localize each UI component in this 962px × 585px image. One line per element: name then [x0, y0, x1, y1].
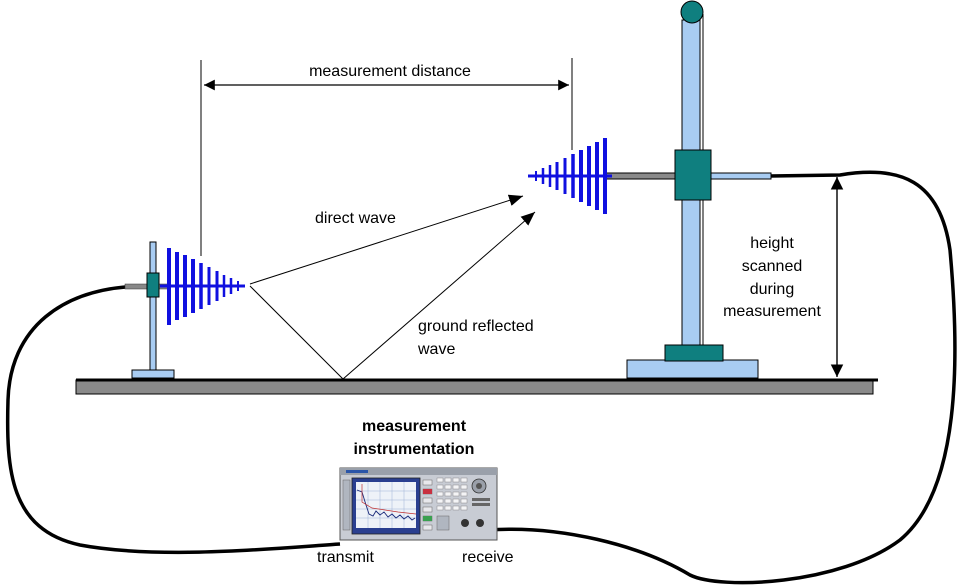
ground-plane [75, 378, 878, 395]
height-dimension: height scanned during measurement [723, 177, 844, 377]
direct-wave-line [249, 194, 524, 285]
height-label-3: during [750, 281, 794, 298]
ground-reflected-label-2: wave [417, 341, 455, 358]
measurement-distance-label: measurement distance [309, 63, 471, 80]
instrumentation-label-1: measurement [362, 418, 467, 435]
receive-antenna-icon [528, 138, 612, 214]
spectrum-analyzer-icon [339, 467, 498, 541]
height-label-2: scanned [742, 258, 803, 275]
reflected-wave-incident [249, 285, 344, 380]
transmit-antenna-icon [160, 248, 245, 325]
instrumentation-label-2: instrumentation [354, 441, 475, 458]
ground-reflected-label-1: ground reflected [418, 318, 534, 335]
transmit-antenna-stand [124, 241, 175, 379]
cable [5, 170, 957, 585]
antenna-mast-icon [605, 0, 772, 379]
height-label-1: height [750, 235, 794, 252]
analyzer-trace [356, 489, 416, 521]
transmit-label: transmit [317, 549, 374, 566]
receive-label: receive [462, 549, 514, 566]
wave-paths: direct wave ground reflected wave [249, 194, 536, 380]
reflected-wave-return [342, 211, 536, 380]
direct-wave-label: direct wave [315, 210, 396, 227]
height-label-4: measurement [723, 303, 821, 320]
measurement-distance-dimension: measurement distance [200, 58, 573, 256]
